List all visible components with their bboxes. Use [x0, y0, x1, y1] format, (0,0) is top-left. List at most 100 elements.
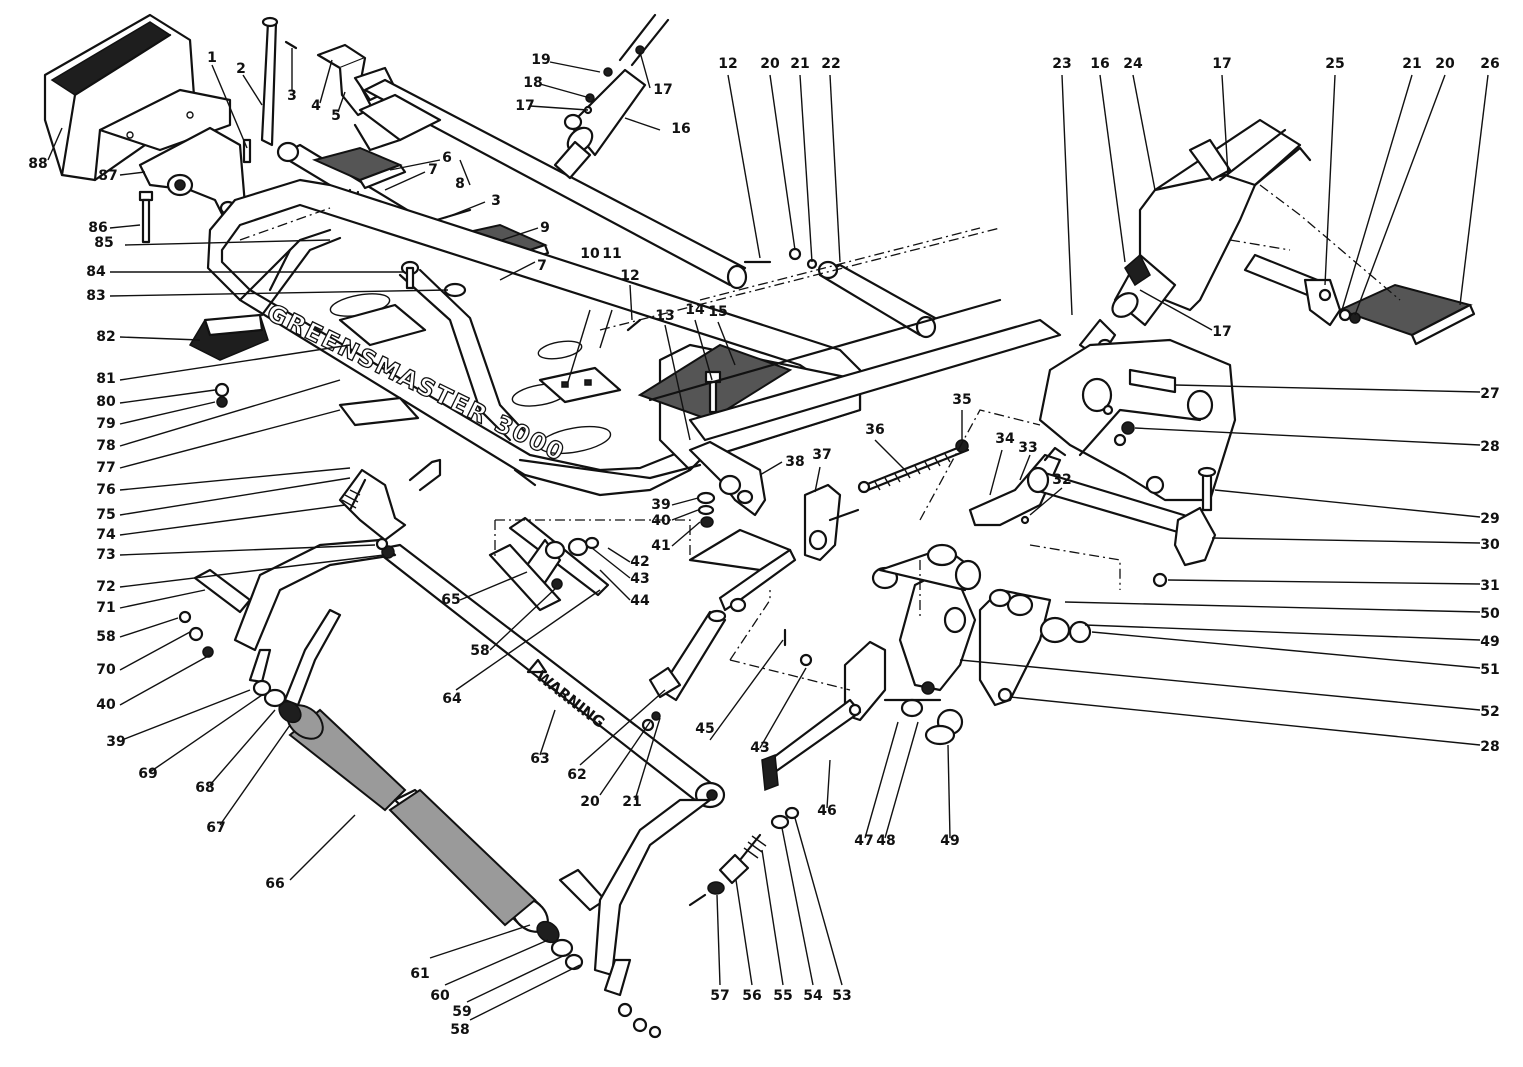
- callout-36: 36: [865, 422, 884, 438]
- group-line-4: [729, 659, 851, 691]
- callout-32: 32: [1052, 472, 1071, 488]
- callout-88: 88: [28, 156, 47, 172]
- callout-86: 86: [88, 220, 107, 236]
- callout-39: 39: [651, 497, 670, 513]
- callout-75: 75: [96, 507, 115, 523]
- callout-71: 71: [96, 600, 115, 616]
- callout-64: 64: [442, 691, 462, 707]
- callout-70: 70: [96, 662, 116, 678]
- callout-20: 20: [1435, 56, 1455, 72]
- callout-23: 23: [1052, 56, 1071, 72]
- callout-69: 69: [138, 766, 157, 782]
- callout-24: 24: [1123, 56, 1143, 72]
- callout-9: 9: [540, 220, 550, 236]
- callout-40: 40: [96, 697, 116, 713]
- callout-22: 22: [821, 56, 840, 72]
- callout-49: 49: [940, 833, 959, 849]
- pivot-bracket-52: [871, 543, 1092, 746]
- callout-49: 49: [1480, 634, 1499, 650]
- callout-85: 85: [94, 235, 113, 251]
- callout-58: 58: [96, 629, 115, 645]
- callout-59: 59: [452, 1004, 471, 1020]
- callout-38: 38: [785, 454, 804, 470]
- washers-39-41: [696, 491, 716, 528]
- callout-33: 33: [1018, 440, 1037, 456]
- callout-17: 17: [653, 82, 672, 98]
- callout-17: 17: [1212, 56, 1231, 72]
- bracket-33: [968, 446, 1207, 542]
- callout-74: 74: [96, 527, 116, 543]
- lever-46: [761, 628, 887, 792]
- callout-67: 67: [206, 820, 225, 836]
- callout-4: 4: [311, 98, 321, 114]
- callout-81: 81: [96, 371, 115, 387]
- pedal-26: [1229, 184, 1476, 346]
- callout-6: 6: [442, 150, 452, 166]
- callout-40: 40: [651, 513, 671, 529]
- callout-3: 3: [491, 193, 501, 209]
- cylinder-16-top: [553, 13, 670, 180]
- bearings-right: [536, 920, 662, 1039]
- callout-37: 37: [812, 447, 831, 463]
- callout-78: 78: [96, 438, 115, 454]
- callout-14: 14: [685, 302, 705, 318]
- callout-35: 35: [952, 392, 971, 408]
- callout-47: 47: [854, 833, 873, 849]
- callout-18: 18: [523, 75, 542, 91]
- callout-68: 68: [195, 780, 214, 796]
- callout-12: 12: [718, 56, 737, 72]
- pin-27: [1128, 368, 1177, 394]
- callout-43: 43: [750, 740, 769, 756]
- bracket-76: [338, 458, 442, 559]
- callout-2: 2: [236, 61, 246, 77]
- callout-79: 79: [96, 416, 115, 432]
- callout-20: 20: [760, 56, 780, 72]
- plate-77: [338, 396, 420, 427]
- callout-72: 72: [96, 579, 115, 595]
- callout-16: 16: [1090, 56, 1109, 72]
- callout-57: 57: [710, 988, 729, 1004]
- group-line-1: [495, 519, 691, 560]
- roller-66: [286, 704, 549, 933]
- callout-80: 80: [96, 394, 116, 410]
- callout-61: 61: [410, 966, 429, 982]
- callout-34: 34: [995, 431, 1015, 447]
- callout-53: 53: [832, 988, 851, 1004]
- callout-labels: 8812345191817171687678863978584838281807…: [28, 50, 1500, 1038]
- callout-77: 77: [96, 460, 115, 476]
- tube-8: [353, 78, 748, 290]
- steering-column: [1138, 118, 1312, 312]
- callout-5: 5: [331, 108, 341, 124]
- callout-56: 56: [742, 988, 761, 1004]
- bearings-left: [178, 610, 302, 724]
- spring-36: [857, 439, 970, 494]
- callout-25: 25: [1325, 56, 1344, 72]
- callout-82: 82: [96, 329, 115, 345]
- callout-83: 83: [86, 288, 105, 304]
- callout-11: 11: [602, 246, 621, 262]
- callout-50: 50: [1480, 606, 1500, 622]
- callout-48: 48: [876, 833, 895, 849]
- callout-87: 87: [98, 168, 117, 184]
- callout-8: 8: [455, 176, 465, 192]
- callout-17: 17: [1212, 324, 1231, 340]
- callout-43: 43: [630, 571, 649, 587]
- callout-10: 10: [580, 246, 600, 262]
- group-line-3: [729, 590, 771, 661]
- callout-62: 62: [567, 767, 586, 783]
- bracket-38: [688, 440, 767, 517]
- group-line-6: [1029, 544, 1121, 590]
- clamp-82: [188, 313, 269, 408]
- callout-3: 3: [287, 88, 297, 104]
- spring-assy-53-57: [688, 806, 800, 907]
- callout-12: 12: [620, 268, 639, 284]
- callout-66: 66: [265, 876, 284, 892]
- handle-64-65: [488, 516, 610, 612]
- group-line-5: [919, 409, 1041, 521]
- cross-member: [599, 227, 1062, 442]
- callout-54: 54: [803, 988, 823, 1004]
- callout-26: 26: [1480, 56, 1499, 72]
- callout-55: 55: [773, 988, 792, 1004]
